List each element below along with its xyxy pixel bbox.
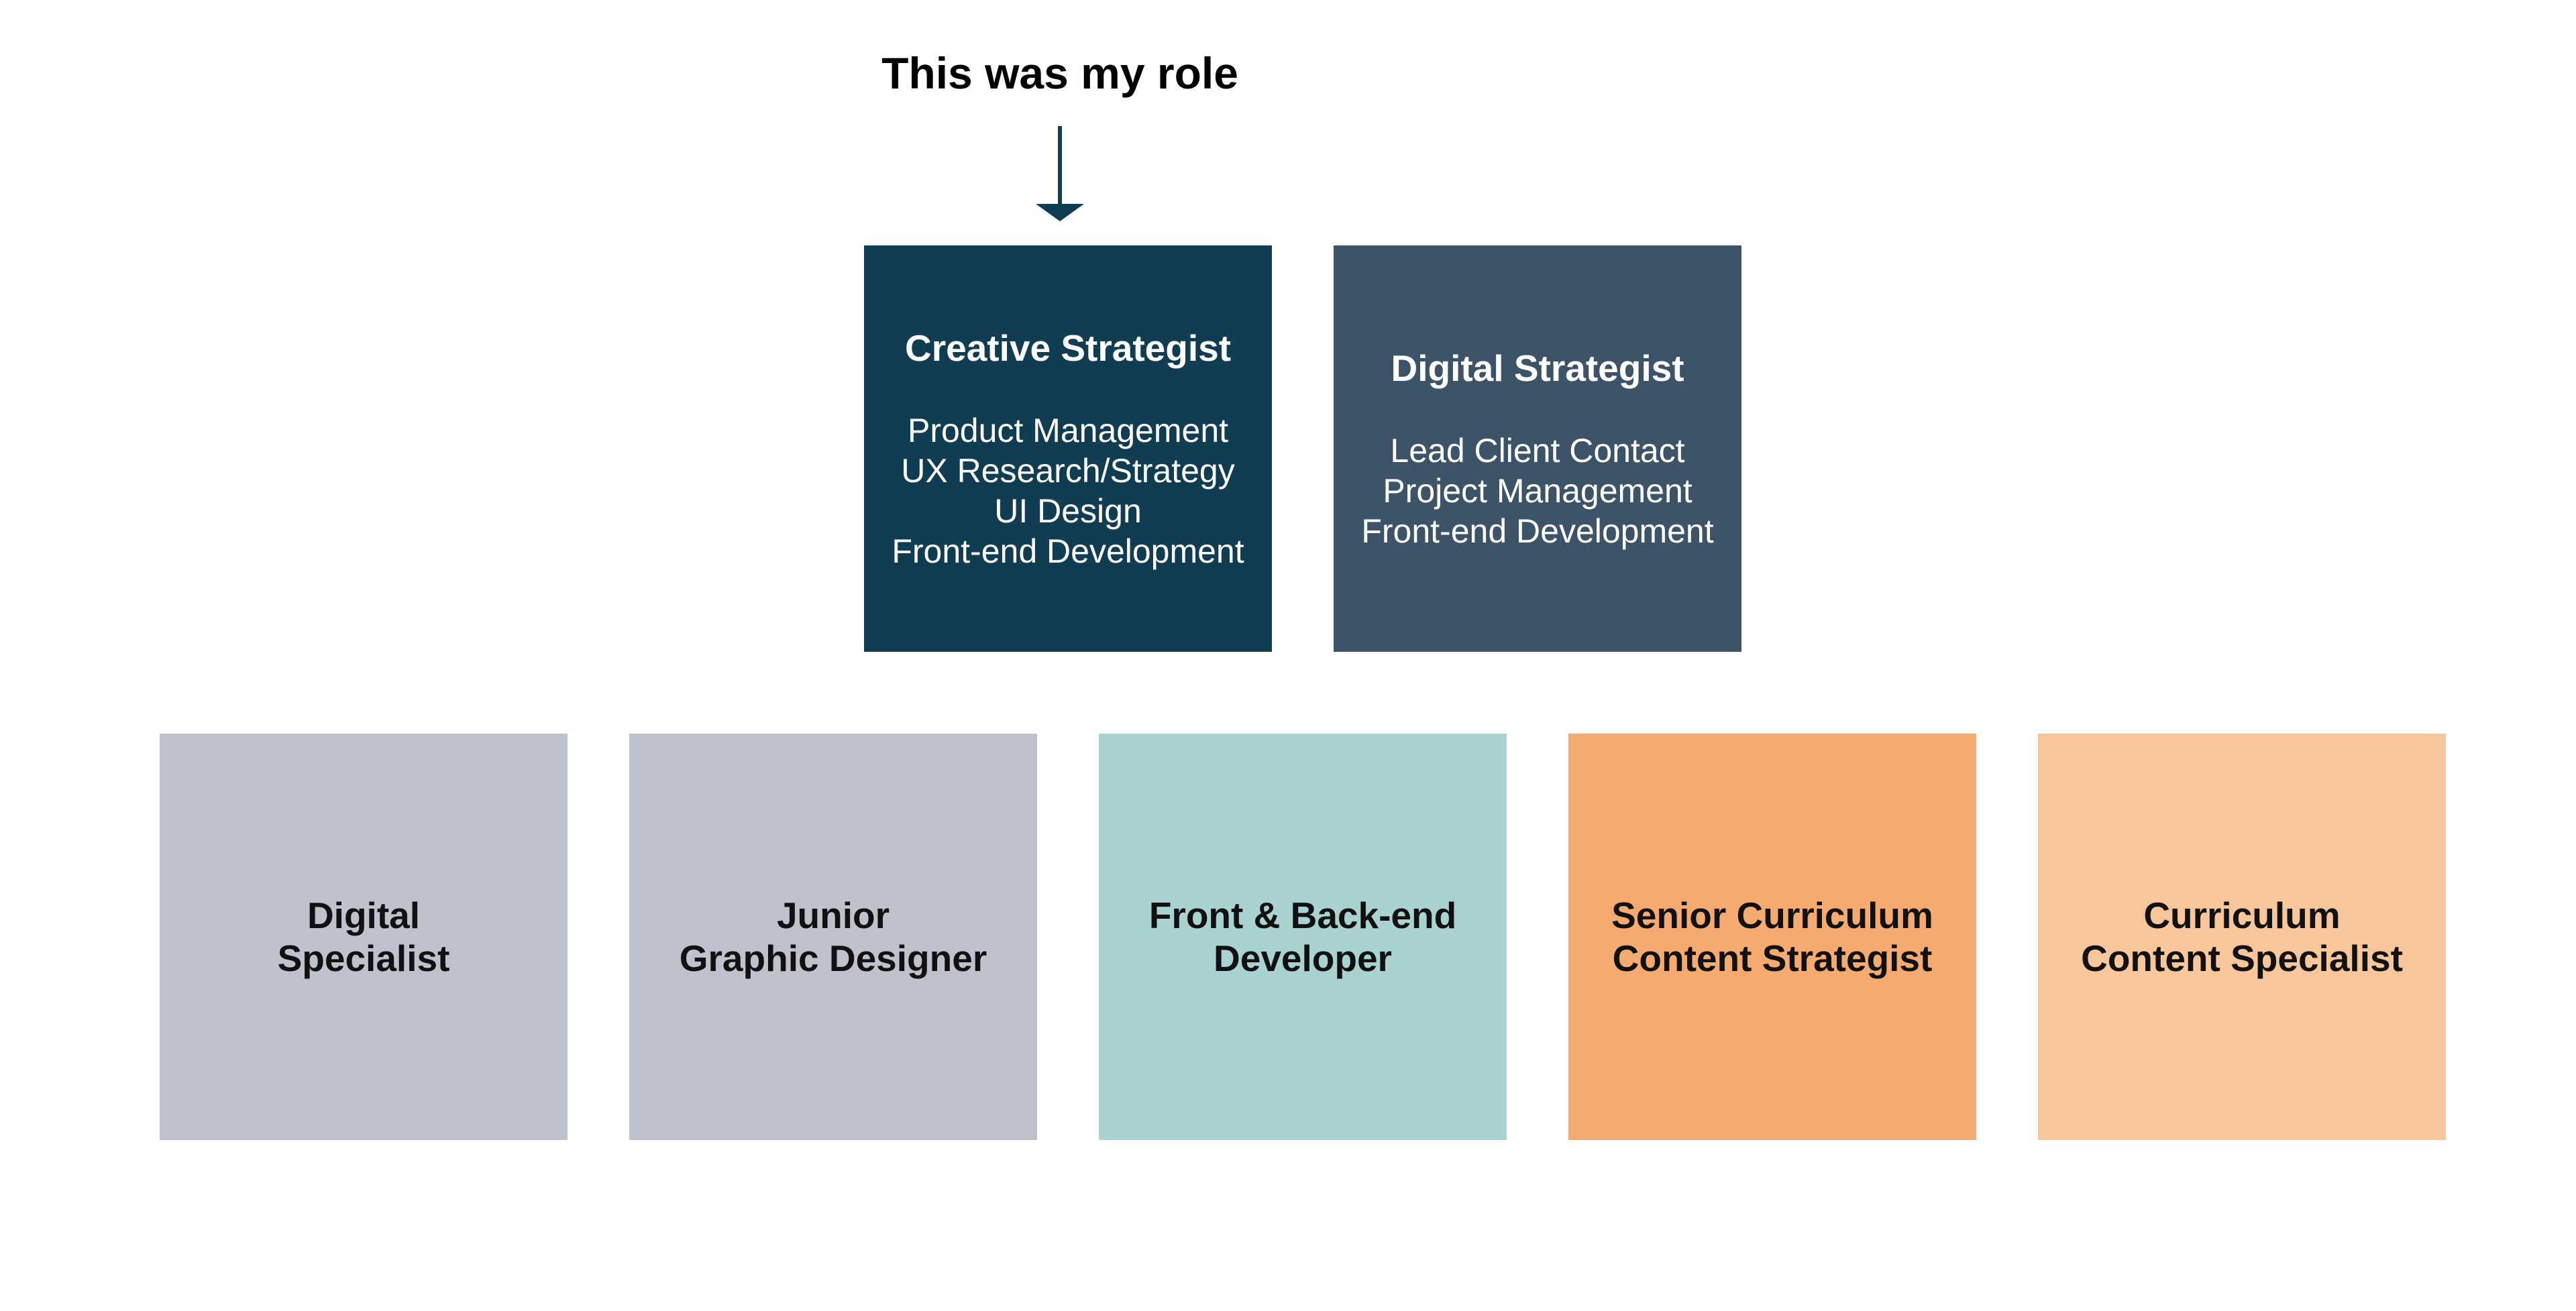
role-responsibilities: Product Management UX Research/Strategy … (892, 410, 1244, 571)
role-label: Curriculum Content Specialist (2081, 895, 2403, 979)
responsibility-item: Front-end Development (892, 532, 1244, 570)
role-box-digital-strategist: Digital Strategist Lead Client Contact P… (1334, 245, 1741, 652)
role-box-curriculum-content-specialist: Curriculum Content Specialist (2038, 734, 2446, 1140)
role-box-front-back-end-developer: Front & Back-end Developer (1099, 734, 1507, 1140)
responsibility-item: Product Management (907, 412, 1229, 449)
role-label: Digital Specialist (277, 895, 450, 979)
responsibility-item: Lead Client Contact (1390, 432, 1685, 469)
role-box-senior-curriculum-content-strategist: Senior Curriculum Content Strategist (1568, 734, 1976, 1140)
role-box-junior-graphic-designer: Junior Graphic Designer (629, 734, 1037, 1140)
responsibility-item: Front-end Development (1361, 512, 1714, 550)
role-box-creative-strategist: Creative Strategist Product Management U… (864, 245, 1272, 652)
role-label: Front & Back-end Developer (1148, 895, 1457, 979)
role-title: Creative Strategist (904, 327, 1232, 369)
responsibility-item: UI Design (994, 492, 1142, 530)
responsibility-item: Project Management (1383, 472, 1693, 510)
down-arrow-icon (1036, 126, 1084, 221)
role-label: Senior Curriculum Content Strategist (1611, 895, 1933, 979)
role-box-digital-specialist: Digital Specialist (160, 734, 568, 1140)
role-responsibilities: Lead Client Contact Project Management F… (1361, 431, 1713, 551)
role-title: Digital Strategist (1391, 347, 1684, 389)
responsibility-item: UX Research/Strategy (901, 452, 1235, 490)
role-label: Junior Graphic Designer (679, 895, 987, 979)
role-callout-label: This was my role (881, 48, 1238, 98)
